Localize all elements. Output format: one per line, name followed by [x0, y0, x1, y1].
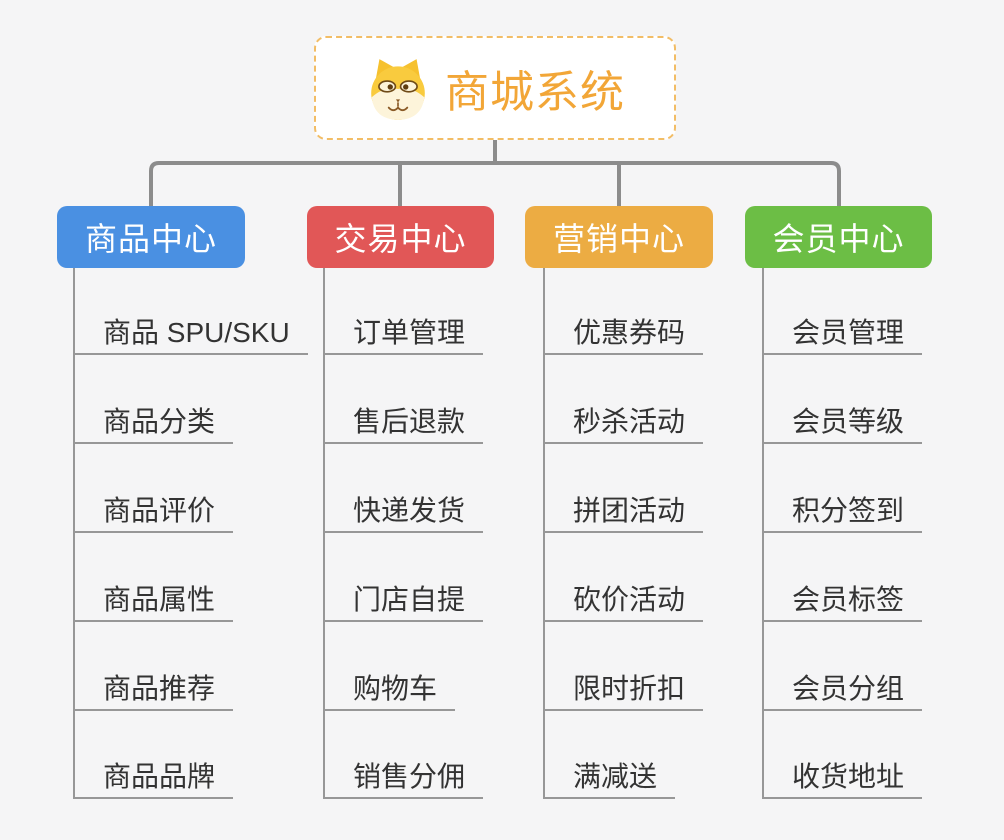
child-column-product: 商品 SPU/SKU 商品分类 商品评价 商品属性 商品推荐 商品品牌	[73, 268, 308, 799]
child-item[interactable]: 订单管理	[325, 313, 484, 355]
child-item[interactable]: 收货地址	[764, 757, 923, 799]
child-item[interactable]: 商品品牌	[75, 757, 234, 799]
child-item[interactable]: 商品属性	[75, 580, 234, 622]
child-item[interactable]: 门店自提	[325, 580, 484, 622]
child-item[interactable]: 满减送	[545, 757, 676, 799]
branch-node-product[interactable]: 商品中心	[57, 206, 245, 268]
branch-label: 会员中心	[772, 221, 905, 257]
child-item[interactable]: 拼团活动	[545, 491, 704, 533]
child-item[interactable]: 销售分佣	[325, 757, 484, 799]
branch-node-marketing[interactable]: 营销中心	[525, 206, 713, 268]
child-item[interactable]: 商品 SPU/SKU	[75, 313, 308, 355]
child-item[interactable]: 商品分类	[75, 402, 234, 444]
child-item[interactable]: 限时折扣	[545, 669, 704, 711]
child-item[interactable]: 会员等级	[764, 402, 923, 444]
child-item[interactable]: 秒杀活动	[545, 402, 704, 444]
child-item[interactable]: 快递发货	[325, 491, 484, 533]
child-item[interactable]: 会员标签	[764, 580, 923, 622]
child-item[interactable]: 会员分组	[764, 669, 923, 711]
branch-label: 交易中心	[334, 221, 467, 257]
child-item[interactable]: 购物车	[325, 669, 456, 711]
child-item[interactable]: 积分签到	[764, 491, 923, 533]
root-title: 商城系统	[445, 68, 625, 117]
shiba-dog-icon	[371, 59, 425, 120]
child-item[interactable]: 砍价活动	[545, 580, 704, 622]
branch-node-trade[interactable]: 交易中心	[307, 206, 494, 268]
child-item[interactable]: 会员管理	[764, 313, 923, 355]
child-item[interactable]: 商品评价	[75, 491, 234, 533]
root-node[interactable]: 商城系统	[314, 36, 676, 140]
child-item[interactable]: 售后退款	[325, 402, 484, 444]
child-column-member: 会员管理 会员等级 积分签到 会员标签 会员分组 收货地址	[762, 268, 923, 799]
branch-label: 营销中心	[552, 221, 685, 257]
branch-label: 商品中心	[84, 221, 217, 257]
child-item[interactable]: 商品推荐	[75, 669, 234, 711]
child-column-trade: 订单管理 售后退款 快递发货 门店自提 购物车 销售分佣	[323, 268, 484, 799]
branch-node-member[interactable]: 会员中心	[745, 206, 932, 268]
child-column-marketing: 优惠券码 秒杀活动 拼团活动 砍价活动 限时折扣 满减送	[543, 268, 704, 799]
child-item[interactable]: 优惠券码	[545, 313, 704, 355]
